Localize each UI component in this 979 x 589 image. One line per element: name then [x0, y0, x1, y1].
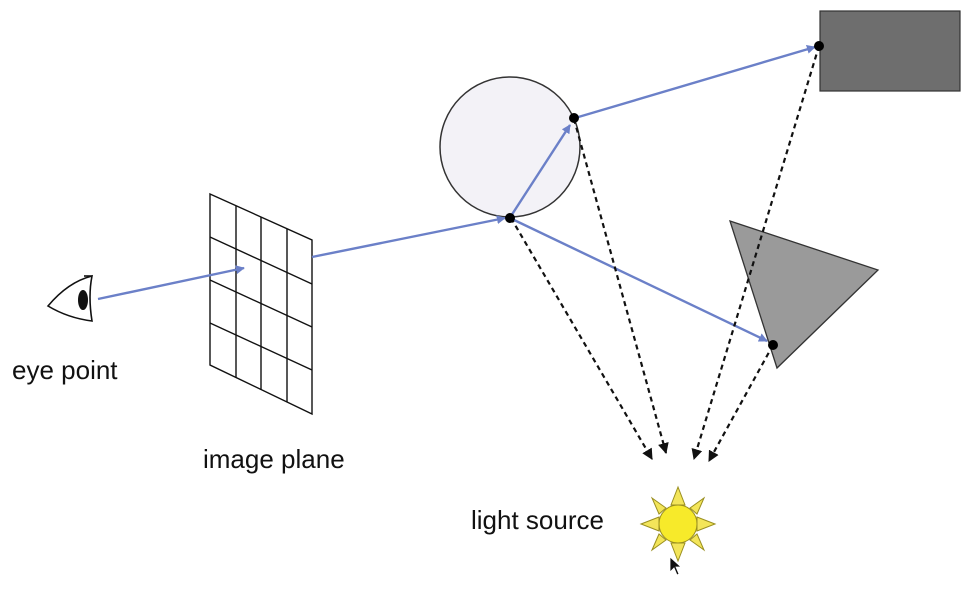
- hit-point-triangle: [768, 340, 778, 350]
- eye-icon: [46, 274, 94, 322]
- light-source-label: light source: [471, 505, 604, 535]
- image-plane-label: image plane: [203, 444, 345, 474]
- hit-points: [505, 41, 824, 350]
- hit-point-sphere-top: [569, 113, 579, 123]
- primary-ray-to-sphere: [311, 215, 506, 259]
- ray-to-triangle: [511, 217, 768, 343]
- mouse-cursor-icon: [669, 556, 683, 576]
- shadow-ray-4: [708, 344, 774, 462]
- triangle-object: [728, 219, 880, 370]
- reflected-ray-inner: [509, 124, 572, 217]
- rectangle-object: [819, 10, 961, 92]
- eye-point-label: eye point: [12, 355, 118, 385]
- sun-icon: [639, 485, 717, 563]
- hit-point-sphere-bottom: [505, 213, 515, 223]
- primary-ray-eye: [97, 265, 245, 301]
- shadow-ray-2: [572, 118, 669, 455]
- shadow-rays: [510, 45, 821, 462]
- hit-point-rectangle: [814, 41, 824, 51]
- sphere: [439, 76, 581, 218]
- shadow-ray-1: [510, 217, 653, 460]
- image-plane-grid: [209, 192, 313, 416]
- ray-to-rectangle: [574, 44, 816, 120]
